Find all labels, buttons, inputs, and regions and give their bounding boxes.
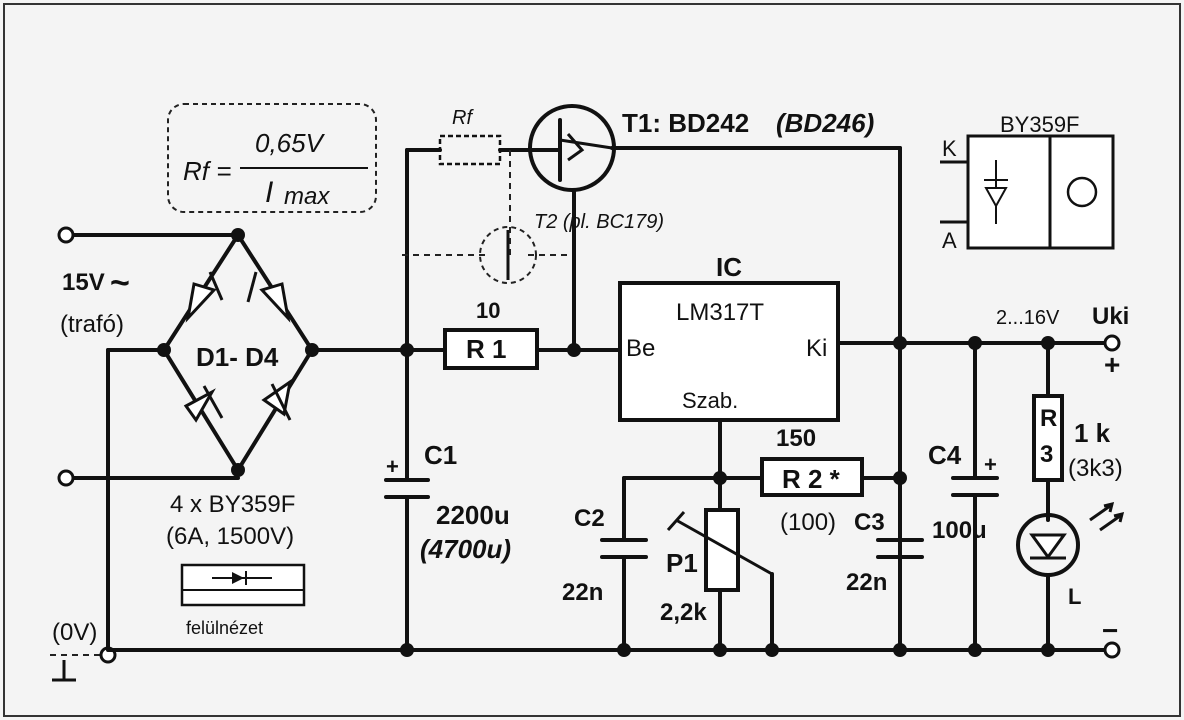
- t1-alt-label: (BD246): [776, 108, 874, 138]
- ground-label: (0V): [52, 619, 97, 646]
- output-label: Uki: [1092, 303, 1129, 330]
- ic-lm317t: [618, 281, 840, 422]
- output-plus-terminal: [1103, 334, 1121, 352]
- r1-value: 10: [476, 298, 500, 323]
- c4-value: 100u: [932, 517, 987, 544]
- r3-value: 1 k: [1074, 418, 1111, 448]
- by359f-title: BY359F: [1000, 112, 1080, 137]
- r2-name: R 2 *: [782, 464, 841, 494]
- output-range-label: 2...16V: [996, 307, 1060, 329]
- ic-adj-pin: Szab.: [682, 388, 738, 413]
- input-terminal-2: [57, 469, 75, 487]
- formula-numerator: 0,65V: [255, 128, 326, 158]
- p1-value: 2,2k: [660, 599, 707, 626]
- input-voltage-label: 15V: [62, 269, 105, 296]
- c4-plus: +: [984, 452, 997, 477]
- output-plus-sign: +: [1104, 349, 1120, 380]
- bridge-top-view: [180, 563, 306, 607]
- c2-value: 22n: [562, 579, 603, 606]
- t2-transistor: [479, 226, 537, 284]
- input-source-label: (trafó): [60, 311, 124, 338]
- c1-plus: +: [386, 454, 399, 479]
- c4-capacitor: [951, 341, 999, 652]
- ic-model: LM317T: [676, 299, 764, 326]
- ic-out-pin: Ki: [806, 335, 827, 362]
- r2-alt-value: (100): [780, 509, 836, 536]
- formula-denominator: I: [265, 176, 273, 209]
- t1-label: T1: BD242: [622, 108, 749, 138]
- r3-alt-value: (3k3): [1068, 455, 1123, 482]
- formula-denominator-sub: max: [284, 183, 330, 210]
- ic-in-pin: Be: [626, 335, 655, 362]
- r2-value: 150: [776, 425, 816, 452]
- ac-symbol: ~: [110, 264, 130, 302]
- c3-name: C3: [854, 509, 885, 536]
- r3-name-n: 3: [1040, 441, 1053, 468]
- formula-lhs: Rf =: [183, 156, 231, 186]
- by359f-package: [940, 134, 1115, 250]
- c1-name: C1: [424, 440, 457, 470]
- c1-value: 2200u: [436, 500, 510, 530]
- input-terminal-1: [57, 226, 75, 244]
- bridge-rating-label: (6A, 1500V): [166, 523, 294, 550]
- r1-name: R 1: [466, 334, 506, 364]
- c4-name: C4: [928, 440, 962, 470]
- r1-resistor: [443, 328, 539, 370]
- input-wires: [50, 233, 240, 682]
- junction-dots: [157, 228, 1055, 657]
- cathode-label: K: [942, 136, 957, 161]
- c1-capacitor: [384, 148, 442, 652]
- bridge-part-label: 4 x BY359F: [170, 491, 295, 518]
- c1-alt-value: (4700u): [420, 534, 511, 564]
- output-minus-sign: −: [1102, 615, 1118, 646]
- t1-transistor: [528, 104, 902, 652]
- ic-title: IC: [716, 252, 742, 282]
- anode-label: A: [942, 228, 957, 253]
- r3-name-r: R: [1040, 405, 1057, 432]
- bridge-label: D1- D4: [196, 342, 279, 372]
- led-name: L: [1068, 584, 1081, 609]
- p1-name: P1: [666, 548, 698, 578]
- rf-label: Rf: [452, 107, 474, 129]
- page-border: [3, 3, 1181, 717]
- formula-box: Rf = 0,65V I max: [167, 103, 377, 213]
- r3-led-branch: [1016, 341, 1125, 652]
- top-view-label: felülnézet: [186, 618, 263, 638]
- adjust-network: [600, 418, 924, 652]
- rf-resistor: [402, 134, 576, 256]
- output-minus-terminal: [1103, 641, 1121, 659]
- t2-label: T2 (pl. BC179): [534, 211, 664, 233]
- c2-name: C2: [574, 505, 605, 532]
- c3-value: 22n: [846, 569, 887, 596]
